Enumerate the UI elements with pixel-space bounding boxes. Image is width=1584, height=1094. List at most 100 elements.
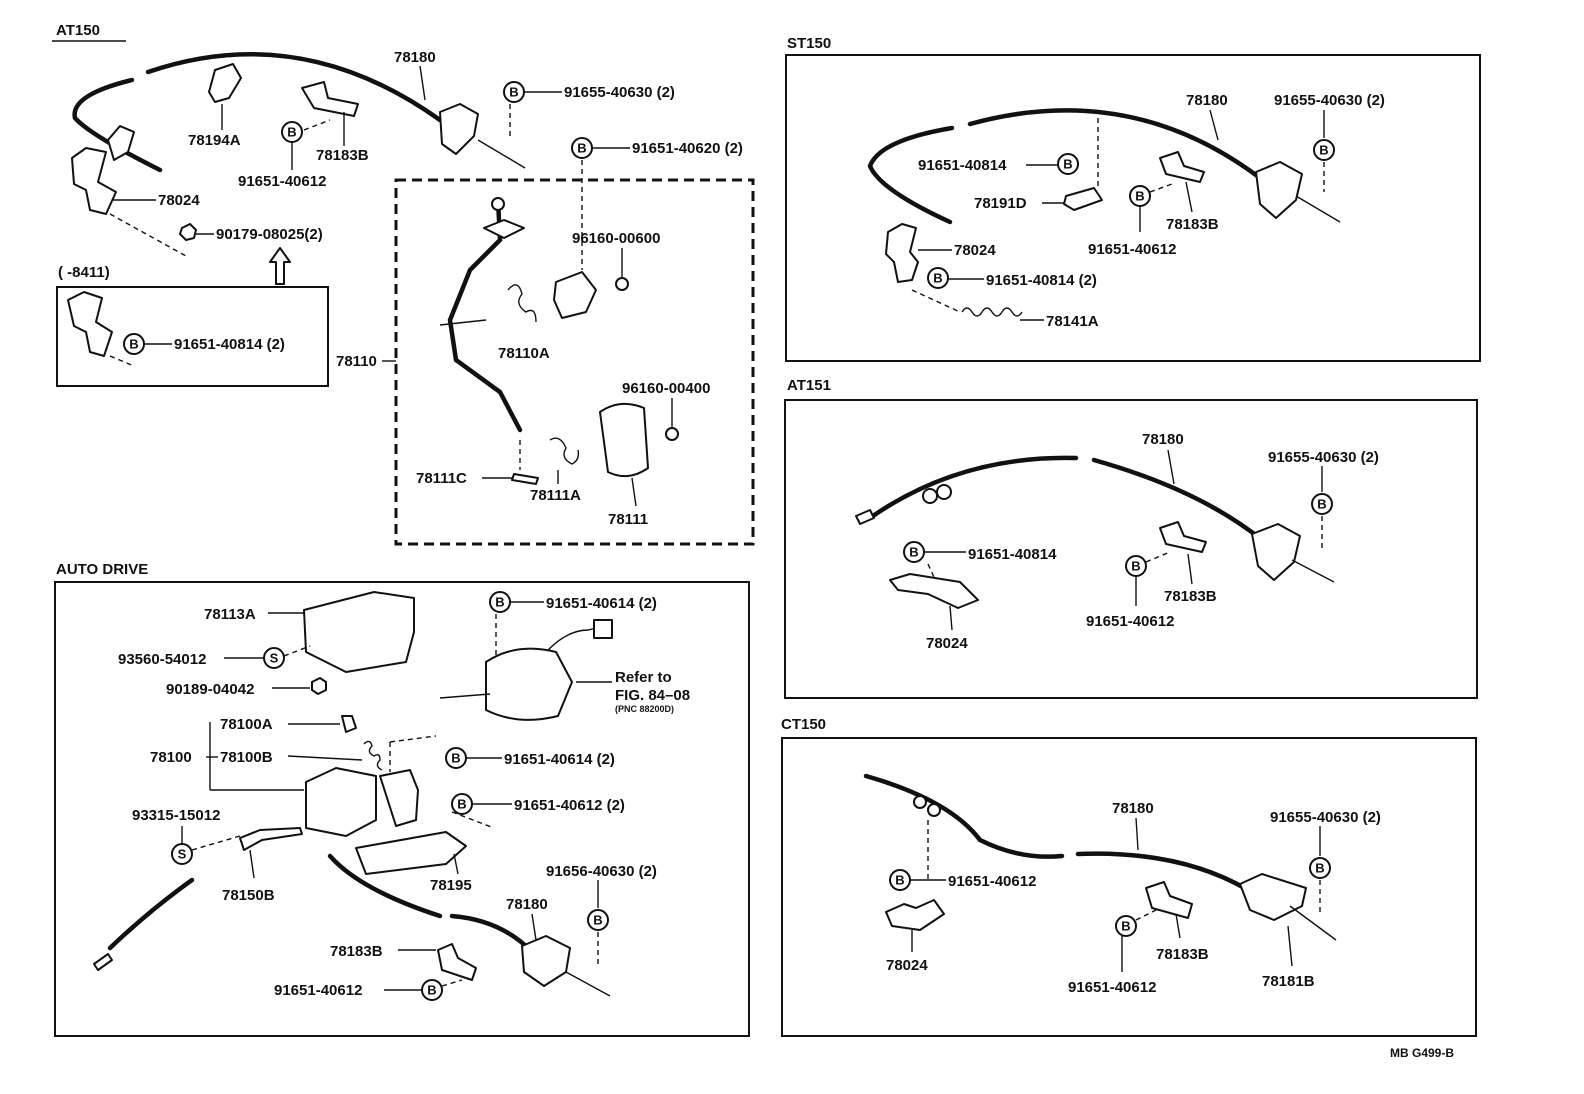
refer-line-3: (PNC 88200D) [615, 704, 674, 714]
screw-symbol [171, 843, 193, 865]
dashed-leader [109, 355, 135, 367]
leader [1287, 925, 1293, 967]
label-78183B: 78183B [1156, 946, 1209, 963]
bolt-letter: B [577, 141, 586, 156]
bushing-96160-00600 [615, 277, 629, 291]
leader [631, 477, 637, 507]
label-78111C: 78111C [416, 470, 467, 487]
connector [593, 619, 613, 639]
bolt-letter: B [1131, 559, 1140, 574]
section-ct150: CT150 78180 91655-40630 (2) B B 91651-40… [781, 716, 1477, 1037]
label-78111A: 78111A [530, 487, 581, 504]
at151-box [784, 399, 1478, 699]
label-91656-40630: 91656-40630 (2) [546, 863, 657, 880]
figure-code: MB G499-B [1390, 1046, 1454, 1060]
pin-78111C [511, 473, 539, 485]
throttle-link [1239, 873, 1307, 921]
bracket-78024 [885, 899, 945, 931]
dashed-leader [1135, 909, 1157, 921]
label-78100A: 78100A [220, 716, 273, 733]
cable-collar [936, 484, 952, 500]
label-78024: 78024 [158, 192, 200, 209]
label-78180: 78180 [394, 49, 436, 66]
label-78100: 78100 [150, 749, 192, 766]
bolt-letter: B [129, 337, 138, 352]
label-91651-40814-early: 91651-40814 (2) [174, 336, 285, 353]
bolt-letter: B [1135, 189, 1144, 204]
cable-78180 [145, 51, 443, 123]
rod [1291, 559, 1335, 583]
label-78191D: 78191D [974, 195, 1027, 212]
dashed-leader [911, 289, 961, 313]
cable-78180 [1075, 851, 1251, 893]
label-91655-40630: 91655-40630 (2) [1268, 449, 1379, 466]
label-91651-40612-b: 91651-40612 [1068, 979, 1156, 996]
cable-78180 [449, 913, 533, 953]
pedal-arm [447, 197, 523, 433]
leader [249, 849, 255, 879]
leader [1167, 449, 1175, 485]
throttle-link [1255, 161, 1303, 219]
bracket-78183B [1145, 881, 1193, 919]
label-78180: 78180 [1112, 800, 1154, 817]
dashed-leader [283, 645, 311, 657]
label-78183B: 78183B [1166, 216, 1219, 233]
label-78195: 78195 [430, 877, 472, 894]
cable-78180-end [863, 773, 1065, 859]
bushing-96160-00400 [665, 427, 679, 441]
leader [287, 755, 363, 761]
label-78110A: 78110A [498, 345, 550, 362]
cable-segment [327, 853, 443, 919]
label-78024: 78024 [954, 242, 996, 259]
label-78180: 78180 [1142, 431, 1184, 448]
leader [1135, 817, 1139, 851]
bracket-78194A [208, 63, 242, 103]
label-78183B: 78183B [316, 147, 369, 164]
leader [453, 853, 459, 875]
bracket-78191D [1063, 187, 1103, 211]
label-91651-40814-2: 91651-40814 (2) [986, 272, 1097, 289]
screw-letter: S [178, 847, 187, 862]
label-90179-08025: 90179-08025(2) [216, 226, 323, 243]
pedal-pad-78111 [599, 402, 649, 478]
label-78180: 78180 [1186, 92, 1228, 109]
cable-clip [107, 125, 135, 161]
bolt-letter: B [909, 545, 918, 560]
rod [477, 139, 526, 169]
label-78194A: 78194A [188, 132, 241, 149]
bolt-letter: B [509, 85, 518, 100]
auto-drive-box [54, 581, 750, 1037]
bolt-letter: B [593, 913, 602, 928]
bracket-78024-early [67, 291, 113, 357]
screw-letter: S [270, 651, 279, 666]
section-title-ct150: CT150 [781, 716, 826, 733]
bushing-plate [553, 271, 597, 319]
bolt-symbol [927, 267, 949, 289]
throttle-link [521, 935, 571, 987]
leader [949, 605, 953, 631]
bolt-letter: B [933, 271, 942, 286]
bolt-letter: B [427, 983, 436, 998]
label-91651-40612-b: 91651-40612 [274, 982, 362, 999]
label-91651-40612: 91651-40612 [1088, 241, 1176, 258]
spring-78100B [363, 740, 383, 771]
bracket-78183B [1159, 521, 1207, 553]
pedal-pivot [483, 219, 525, 239]
actuator [485, 647, 573, 721]
label-90189-04042: 90189-04042 [166, 681, 254, 698]
throttle-link-78180 [439, 103, 479, 155]
label-91651-40612: 91651-40612 [948, 873, 1036, 890]
label-78100B: 78100B [220, 749, 273, 766]
cable-collar [913, 795, 927, 809]
dashed-leader [1149, 183, 1173, 193]
label-91651-40614-b: 91651-40614 (2) [504, 751, 615, 768]
label-91651-40814: 91651-40814 [918, 157, 1007, 174]
label-78024: 78024 [926, 635, 968, 652]
pedal-top [491, 197, 505, 211]
bolt-letter: B [1063, 157, 1072, 172]
throttle-link [1251, 523, 1301, 581]
dashed-leader [451, 811, 495, 829]
pedal-group-box [394, 178, 755, 546]
label-78111: 78111 [608, 511, 648, 528]
